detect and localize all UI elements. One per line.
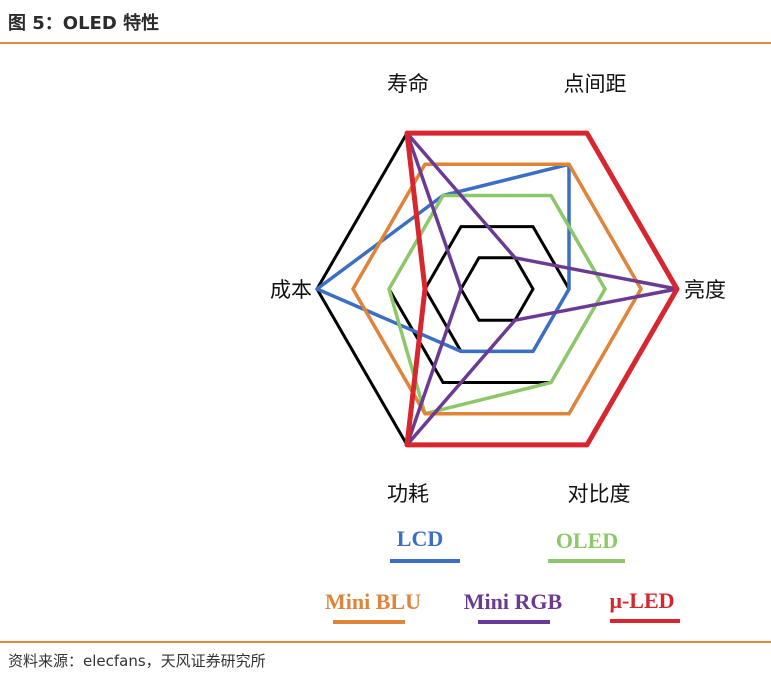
radar-series xyxy=(315,130,680,448)
legend-label-mini-blu: Mini BLU xyxy=(325,589,421,614)
figure-title: 图 5：OLED 特性 xyxy=(8,13,160,34)
axis-label-0: 点间距 xyxy=(564,72,627,96)
chart-legend: LCD OLED Mini BLU Mini RGB μ-LED xyxy=(325,526,680,624)
series-line-mini-blu xyxy=(351,162,643,416)
legend-label-lcd: LCD xyxy=(397,526,443,551)
legend-label-oled: OLED xyxy=(556,528,618,553)
radar-grid xyxy=(315,131,679,447)
legend-label-mini-rgb: Mini RGB xyxy=(464,589,563,614)
axis-label-4: 成本 xyxy=(270,278,312,302)
grid-ring-4 xyxy=(351,162,643,416)
axis-label-3: 功耗 xyxy=(387,482,429,506)
figure-header: 图 5：OLED 特性 xyxy=(0,0,771,44)
figure-source: 资料来源：elecfans，天风证券研究所 xyxy=(8,652,266,670)
axis-label-1: 亮度 xyxy=(684,278,726,302)
series-line-mini-rgb xyxy=(405,131,679,447)
axis-label-5: 寿命 xyxy=(387,72,429,96)
grid-ring-3 xyxy=(387,194,607,384)
axis-label-2: 对比度 xyxy=(568,482,631,506)
grid-ring-1 xyxy=(459,256,535,322)
footer-divider xyxy=(0,641,771,643)
series-line--led xyxy=(404,130,680,448)
legend-label--led: μ-LED xyxy=(609,588,674,613)
grid-ring-5 xyxy=(315,131,679,447)
